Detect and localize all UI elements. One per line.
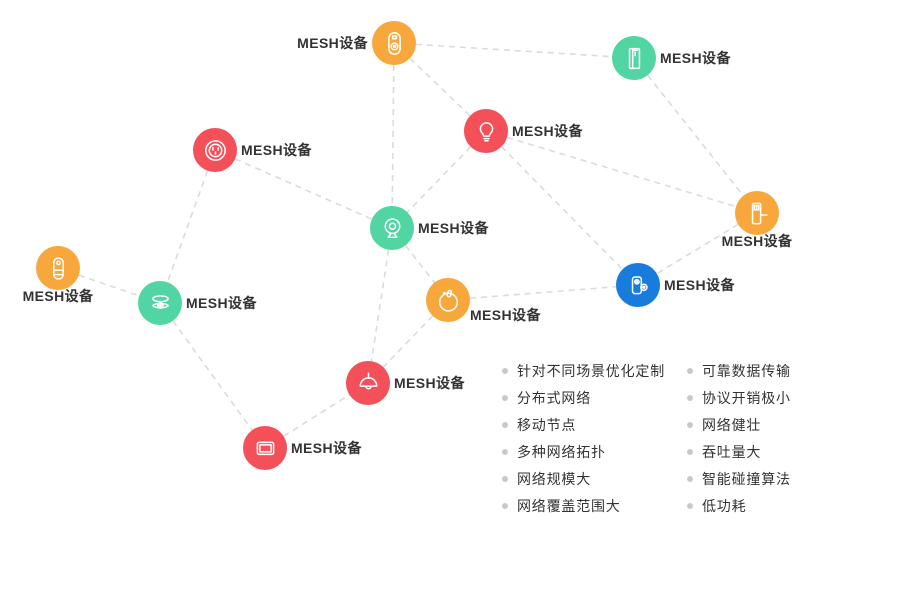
node-label: MESH设备 [721, 233, 793, 249]
feature-item-label: 多种网络拓扑 [517, 444, 606, 460]
pill-lock-icon [387, 31, 401, 55]
node-smart-doorbell [616, 263, 660, 307]
bullet-icon [502, 476, 508, 482]
connection-line [214, 149, 393, 229]
cooker-icon [438, 289, 458, 312]
feature-item-label: 协议开销极小 [702, 390, 791, 406]
bullet-icon [502, 368, 508, 374]
feature-item: 分布式网络 [502, 388, 665, 408]
feature-item: 智能碰撞算法 [687, 469, 791, 489]
node-label: MESH设备 [664, 277, 735, 293]
feature-item-label: 网络覆盖范围大 [517, 498, 621, 514]
feature-item-label: 可靠数据传输 [702, 363, 791, 379]
bullet-icon [502, 395, 508, 401]
node-camera [370, 206, 414, 250]
connection-line [159, 302, 266, 449]
node-door-sensor [612, 36, 656, 80]
feature-item-label: 网络健壮 [702, 417, 762, 433]
feature-item-label: 低功耗 [702, 498, 747, 514]
feature-item: 网络覆盖范围大 [502, 496, 665, 516]
bullet-icon [687, 476, 693, 482]
feature-item-label: 网络规模大 [517, 471, 591, 487]
door-sensor-icon [628, 47, 640, 69]
node-power-socket [193, 128, 237, 172]
node-tv [243, 426, 287, 470]
lamp-icon [359, 371, 377, 389]
feature-item: 网络健壮 [687, 415, 791, 435]
node-label: MESH设备 [186, 295, 257, 311]
feature-item: 多种网络拓扑 [502, 442, 665, 462]
node-smart-lock-top [372, 21, 416, 65]
connection-line [637, 212, 758, 286]
connection-line [367, 227, 393, 384]
feature-item: 低功耗 [687, 496, 791, 516]
feature-item-label: 吞吐量大 [702, 444, 762, 460]
feature-item: 协议开销极小 [687, 388, 791, 408]
connection-line [485, 130, 758, 214]
bullet-icon [687, 368, 693, 374]
bullet-icon [687, 422, 693, 428]
feature-item-label: 针对不同场景优化定制 [517, 363, 665, 379]
node-label: MESH设备 [291, 440, 362, 456]
feature-item: 移动节点 [502, 415, 665, 435]
feature-item: 网络规模大 [502, 469, 665, 489]
bullet-icon [502, 503, 508, 509]
node-door-lock-handle [735, 191, 779, 235]
feature-item: 可靠数据传输 [687, 361, 791, 381]
bullet-icon [687, 395, 693, 401]
bulb-icon [479, 121, 493, 141]
socket-icon [204, 139, 226, 161]
node-label: MESH设备 [512, 123, 583, 139]
feature-item-label: 移动节点 [517, 417, 577, 433]
node-label: MESH设备 [660, 50, 731, 66]
feature-item-label: 分布式网络 [517, 390, 591, 406]
connection-line [159, 149, 216, 304]
node-label: MESH设备 [297, 35, 368, 51]
webcam-icon [384, 217, 400, 238]
node-handle-lock-left [36, 246, 80, 290]
node-label: MESH设备 [22, 288, 94, 304]
node-sensor-eye [138, 281, 182, 325]
feature-list-right: 可靠数据传输协议开销极小网络健壮吞吐量大智能碰撞算法低功耗 [687, 361, 791, 523]
connection-line [393, 42, 635, 59]
bullet-icon [687, 503, 693, 509]
feature-item: 针对不同场景优化定制 [502, 361, 665, 381]
node-pendant-lamp [346, 361, 390, 405]
feature-list-left: 针对不同场景优化定制分布式网络移动节点多种网络拓扑网络规模大网络覆盖范围大 [502, 361, 665, 523]
node-label: MESH设备 [241, 142, 312, 158]
connection-line [447, 284, 639, 301]
node-label: MESH设备 [470, 307, 541, 323]
bullet-icon [502, 449, 508, 455]
doorbell-icon [631, 275, 648, 294]
node-cooker [426, 278, 470, 322]
connection-line [485, 130, 639, 286]
feature-item: 吞吐量大 [687, 442, 791, 462]
connection-line [367, 299, 449, 384]
bullet-icon [502, 422, 508, 428]
handle-lock-icon [52, 256, 64, 280]
tv-icon [256, 441, 274, 455]
connection-line [391, 42, 395, 229]
bullet-icon [687, 449, 693, 455]
connection-line [633, 57, 758, 214]
node-label: MESH设备 [418, 220, 489, 236]
door-lock-icon [751, 202, 768, 224]
node-label: MESH设备 [394, 375, 465, 391]
eye-icon [151, 294, 169, 309]
node-light-bulb [464, 109, 508, 153]
feature-item-label: 智能碰撞算法 [702, 471, 791, 487]
